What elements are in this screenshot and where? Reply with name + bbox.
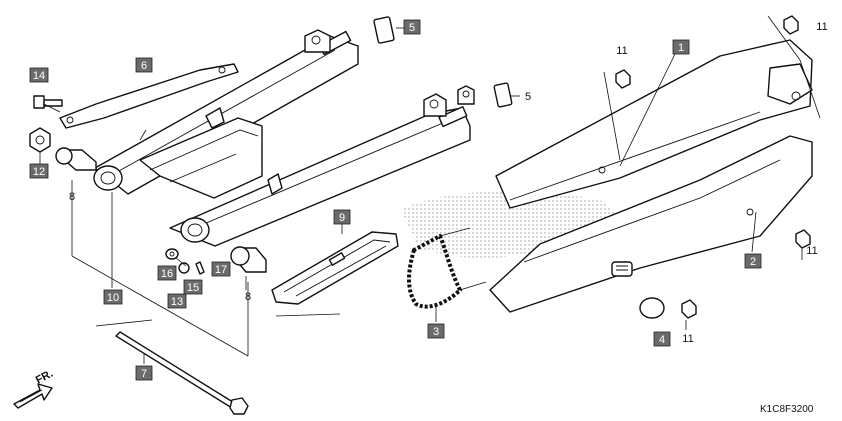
bolt-11-b — [783, 15, 799, 35]
nut-13 — [178, 262, 190, 274]
badge-9: 9 — [333, 209, 351, 225]
badge-16: 16 — [157, 265, 177, 281]
label-11-bottom: 11 — [682, 333, 693, 345]
badge-10: 10 — [103, 289, 123, 305]
svg-text:4: 4 — [659, 334, 665, 346]
badge-4: 4 — [653, 331, 671, 347]
badge-2: 2 — [744, 253, 762, 269]
part-4-cap — [639, 297, 665, 319]
svg-text:1: 1 — [678, 42, 684, 54]
bolt-11-c — [795, 229, 811, 249]
label-8-left: 8 — [69, 191, 75, 203]
badge-6: 6 — [135, 57, 153, 73]
label-11-right: 11 — [806, 245, 817, 257]
bushing-left — [55, 147, 97, 171]
svg-text:2: 2 — [750, 256, 756, 268]
nut-12 — [29, 127, 51, 153]
bolt-11-a — [615, 69, 631, 89]
svg-text:9: 9 — [339, 212, 345, 224]
svg-text:5: 5 — [409, 22, 415, 34]
bolt-11-d — [681, 299, 697, 319]
washer-16 — [165, 248, 179, 260]
badge-1: 1 — [672, 39, 690, 55]
badge-17: 17 — [211, 261, 231, 277]
bushing-right — [230, 246, 267, 273]
label-11-upper: 11 — [616, 45, 627, 57]
svg-text:17: 17 — [215, 264, 227, 276]
part-9-chain-slider — [271, 231, 399, 305]
svg-text:16: 16 — [161, 268, 173, 280]
part-5-clip-upper — [373, 16, 395, 44]
front-direction-label: FR. — [34, 368, 55, 387]
pin-15 — [195, 261, 205, 275]
label-11-top-right: 11 — [816, 21, 827, 33]
badge-14: 14 — [29, 67, 49, 83]
svg-text:15: 15 — [187, 282, 199, 294]
badge-7: 7 — [135, 365, 153, 381]
diagram-code: K1C8F3200 — [760, 404, 814, 415]
part-2-chain-case-lower — [489, 135, 813, 313]
part-6-brace — [59, 63, 239, 129]
badge-3: 3 — [427, 323, 445, 339]
leader-lines — [39, 15, 821, 364]
svg-text:13: 13 — [171, 296, 183, 308]
part-1-chain-case-upper — [495, 39, 813, 209]
front-direction-arrow: FR. — [13, 368, 55, 409]
svg-text:7: 7 — [141, 368, 147, 380]
part-5-clip-lower — [493, 82, 513, 108]
badge-13: 13 — [167, 293, 187, 309]
badge-12: 12 — [29, 163, 49, 179]
badge-5: 5 — [403, 19, 421, 35]
svg-text:6: 6 — [141, 60, 147, 72]
label-5-lower: 5 — [525, 91, 531, 103]
badge-15: 15 — [183, 279, 203, 295]
label-8-right: 8 — [245, 291, 251, 303]
part-7-pivot-bolt — [115, 331, 249, 415]
svg-text:10: 10 — [107, 292, 119, 304]
svg-text:12: 12 — [33, 166, 45, 178]
svg-text:14: 14 — [33, 70, 45, 82]
svg-text:3: 3 — [433, 326, 439, 338]
swingarm — [93, 29, 475, 247]
